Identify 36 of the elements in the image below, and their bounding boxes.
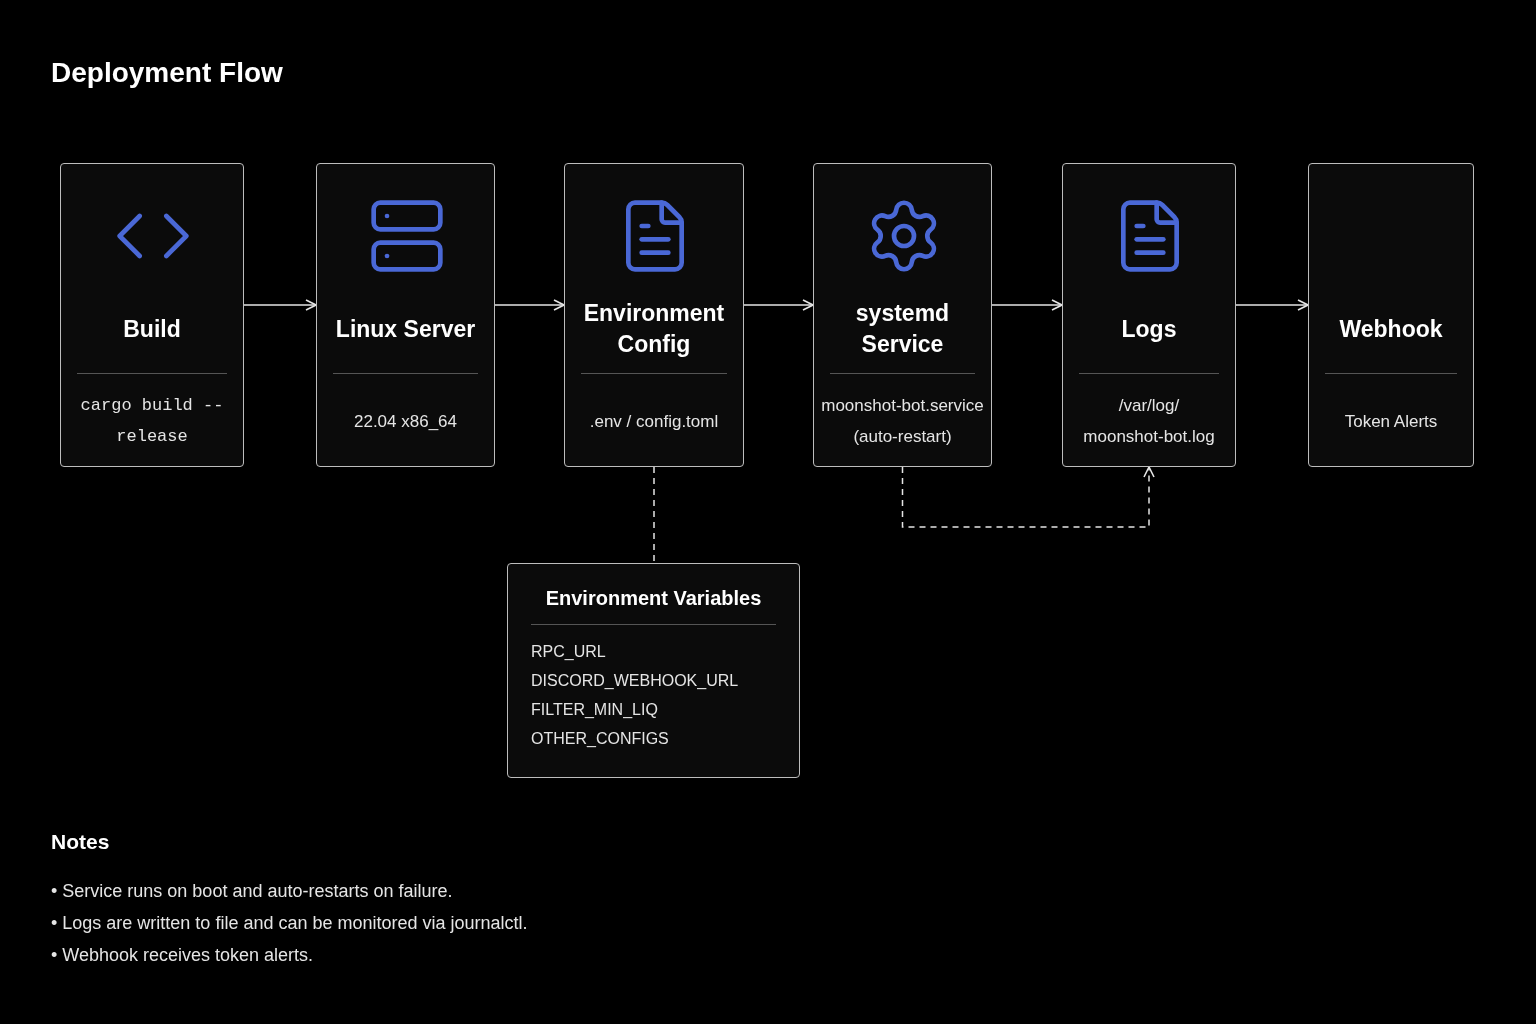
arrow (991, 299, 1063, 311)
step-detail: moonshot-bot.service (auto-restart) (820, 395, 985, 448)
step-box (1062, 163, 1236, 467)
variable-name: OTHER_CONFIGS (531, 729, 670, 749)
variable-name: FILTER_MIN_LIQ (531, 700, 659, 720)
step-detail: 22.04 x86_64 (352, 410, 458, 433)
step-box (1308, 163, 1474, 467)
variable-name: DISCORD_WEBHOOK_URL (531, 671, 739, 691)
step-box (564, 163, 744, 467)
step-title: Build (123, 314, 181, 344)
step-detail: cargo build --release (79, 395, 225, 448)
arrow (494, 299, 565, 311)
variable-name: RPC_URL (531, 642, 607, 662)
step-detail: /var/log/ moonshot-bot.log (1082, 395, 1216, 448)
box-heading: Environment Variables (544, 586, 763, 611)
note-item: • Logs are written to file and can be monitored via journalctl. (51, 911, 528, 935)
step-title: systemd Service (854, 299, 951, 359)
arrow (743, 299, 814, 311)
arrow (243, 299, 317, 311)
dashed-connector (901, 466, 1155, 528)
variables-box (507, 563, 800, 778)
notes-heading: Notes (51, 829, 111, 855)
note-item: • Service runs on boot and auto-restarts on failure. (51, 879, 454, 903)
step-detail: Token Alerts (1343, 410, 1439, 433)
step-title: Webhook (1339, 314, 1443, 344)
step-title: Environment Config (582, 299, 726, 359)
step-title: Linux Server (335, 314, 476, 344)
step-title: Logs (1121, 314, 1177, 344)
step-box (316, 163, 495, 467)
step-detail: .env / config.toml (588, 410, 720, 433)
dashed-connector (653, 466, 655, 564)
note-item: • Webhook receives token alerts. (51, 943, 315, 967)
step-box (813, 163, 992, 467)
step-box (60, 163, 244, 467)
diagram-title: Deployment Flow (51, 56, 283, 90)
arrow (1235, 299, 1309, 311)
